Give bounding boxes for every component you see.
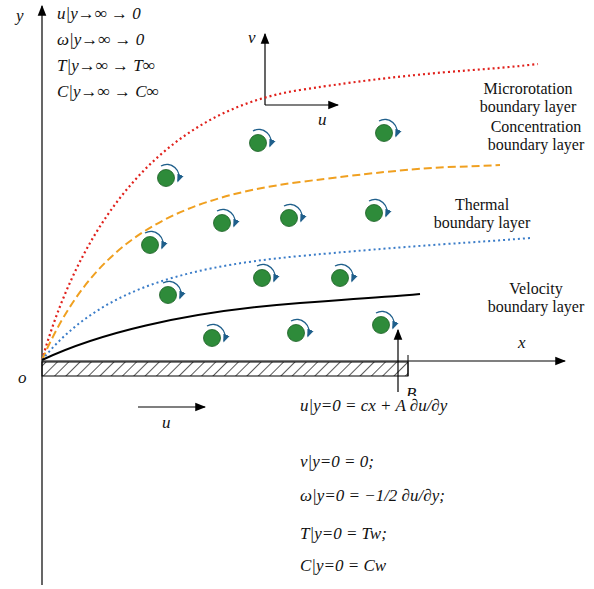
microrotation-curve — [42, 64, 538, 360]
boundary-condition: C|y→∞ → C∞ — [55, 82, 161, 102]
boundary-condition: ω|y=0 = −1/2 ∂u/∂y; — [298, 486, 447, 506]
concentration-curve — [42, 165, 500, 360]
particle-body — [142, 237, 159, 254]
rotation-arrow — [145, 231, 163, 248]
micro-particle — [250, 129, 271, 151]
boundary-condition: u|y=0 = cx + A ∂u/∂y — [298, 396, 449, 416]
boundary-condition: T|y=0 = Tw; — [298, 524, 389, 544]
rotation-arrow — [369, 199, 387, 216]
layer-label: Thermal boundary layer — [428, 196, 536, 233]
axis-label: v — [246, 28, 258, 48]
particle-body — [288, 325, 305, 342]
particle-body — [254, 270, 271, 287]
rotation-arrow — [161, 164, 179, 181]
rotation-arrow — [335, 264, 353, 281]
boundary-condition: u|y→∞ → 0 — [55, 4, 143, 24]
rotation-arrow — [163, 281, 181, 298]
x-axis — [42, 360, 565, 361]
boundary-condition: T|y→∞ → T∞ — [55, 56, 157, 76]
plate-end — [408, 355, 409, 376]
micro-particle — [142, 231, 163, 253]
particle-body — [158, 170, 175, 187]
micro-particle — [160, 281, 181, 303]
particle-body — [250, 135, 267, 152]
magnetic-field-arrow — [397, 330, 398, 392]
u-arrow — [265, 104, 338, 105]
rotation-arrow — [207, 324, 225, 341]
rotation-arrow — [284, 204, 302, 221]
rotation-arrow — [217, 209, 235, 226]
particle-body — [373, 317, 390, 334]
particle-body — [366, 205, 383, 222]
particle-body — [204, 330, 221, 347]
velocity-label: u — [160, 413, 173, 433]
micro-particle — [288, 319, 309, 341]
axis-label: u — [316, 110, 329, 130]
rotation-arrow — [257, 264, 275, 281]
particle-body — [214, 215, 231, 232]
thermal-curve — [42, 238, 530, 360]
axis-label: y — [14, 6, 26, 26]
layer-label: Concentration boundary layer — [482, 118, 590, 155]
particle-body — [376, 125, 393, 142]
wall-velocity-arrow — [138, 406, 205, 407]
micro-particle — [376, 119, 397, 141]
boundary-condition: C|y=0 = Cw — [298, 556, 388, 576]
axis-label: x — [516, 333, 528, 353]
rotation-arrow — [253, 129, 271, 146]
particle-body — [332, 270, 349, 287]
rotation-arrow — [376, 311, 394, 328]
layer-label: Velocity boundary layer — [482, 280, 590, 317]
plate — [42, 362, 408, 376]
micro-particle — [366, 199, 387, 221]
boundary-condition: ω|y→∞ → 0 — [55, 30, 146, 50]
velocity-curve — [42, 294, 420, 360]
y-axis — [41, 6, 42, 585]
boundary-condition: v|y=0 = 0; — [298, 452, 376, 472]
v-arrow — [264, 34, 265, 105]
particle-body — [160, 287, 177, 304]
particle-body — [281, 210, 298, 227]
micro-particle — [214, 209, 235, 231]
micro-particle — [158, 164, 179, 186]
micro-particle — [254, 264, 275, 286]
rotation-arrow — [379, 119, 397, 136]
rotation-arrow — [291, 319, 309, 336]
origin-label: o — [16, 368, 29, 388]
micro-particle — [332, 264, 353, 286]
micro-particle — [373, 311, 394, 333]
layer-label: Microrotation boundary layer — [470, 80, 586, 117]
micro-particle — [204, 324, 225, 346]
micro-particle — [281, 204, 302, 226]
